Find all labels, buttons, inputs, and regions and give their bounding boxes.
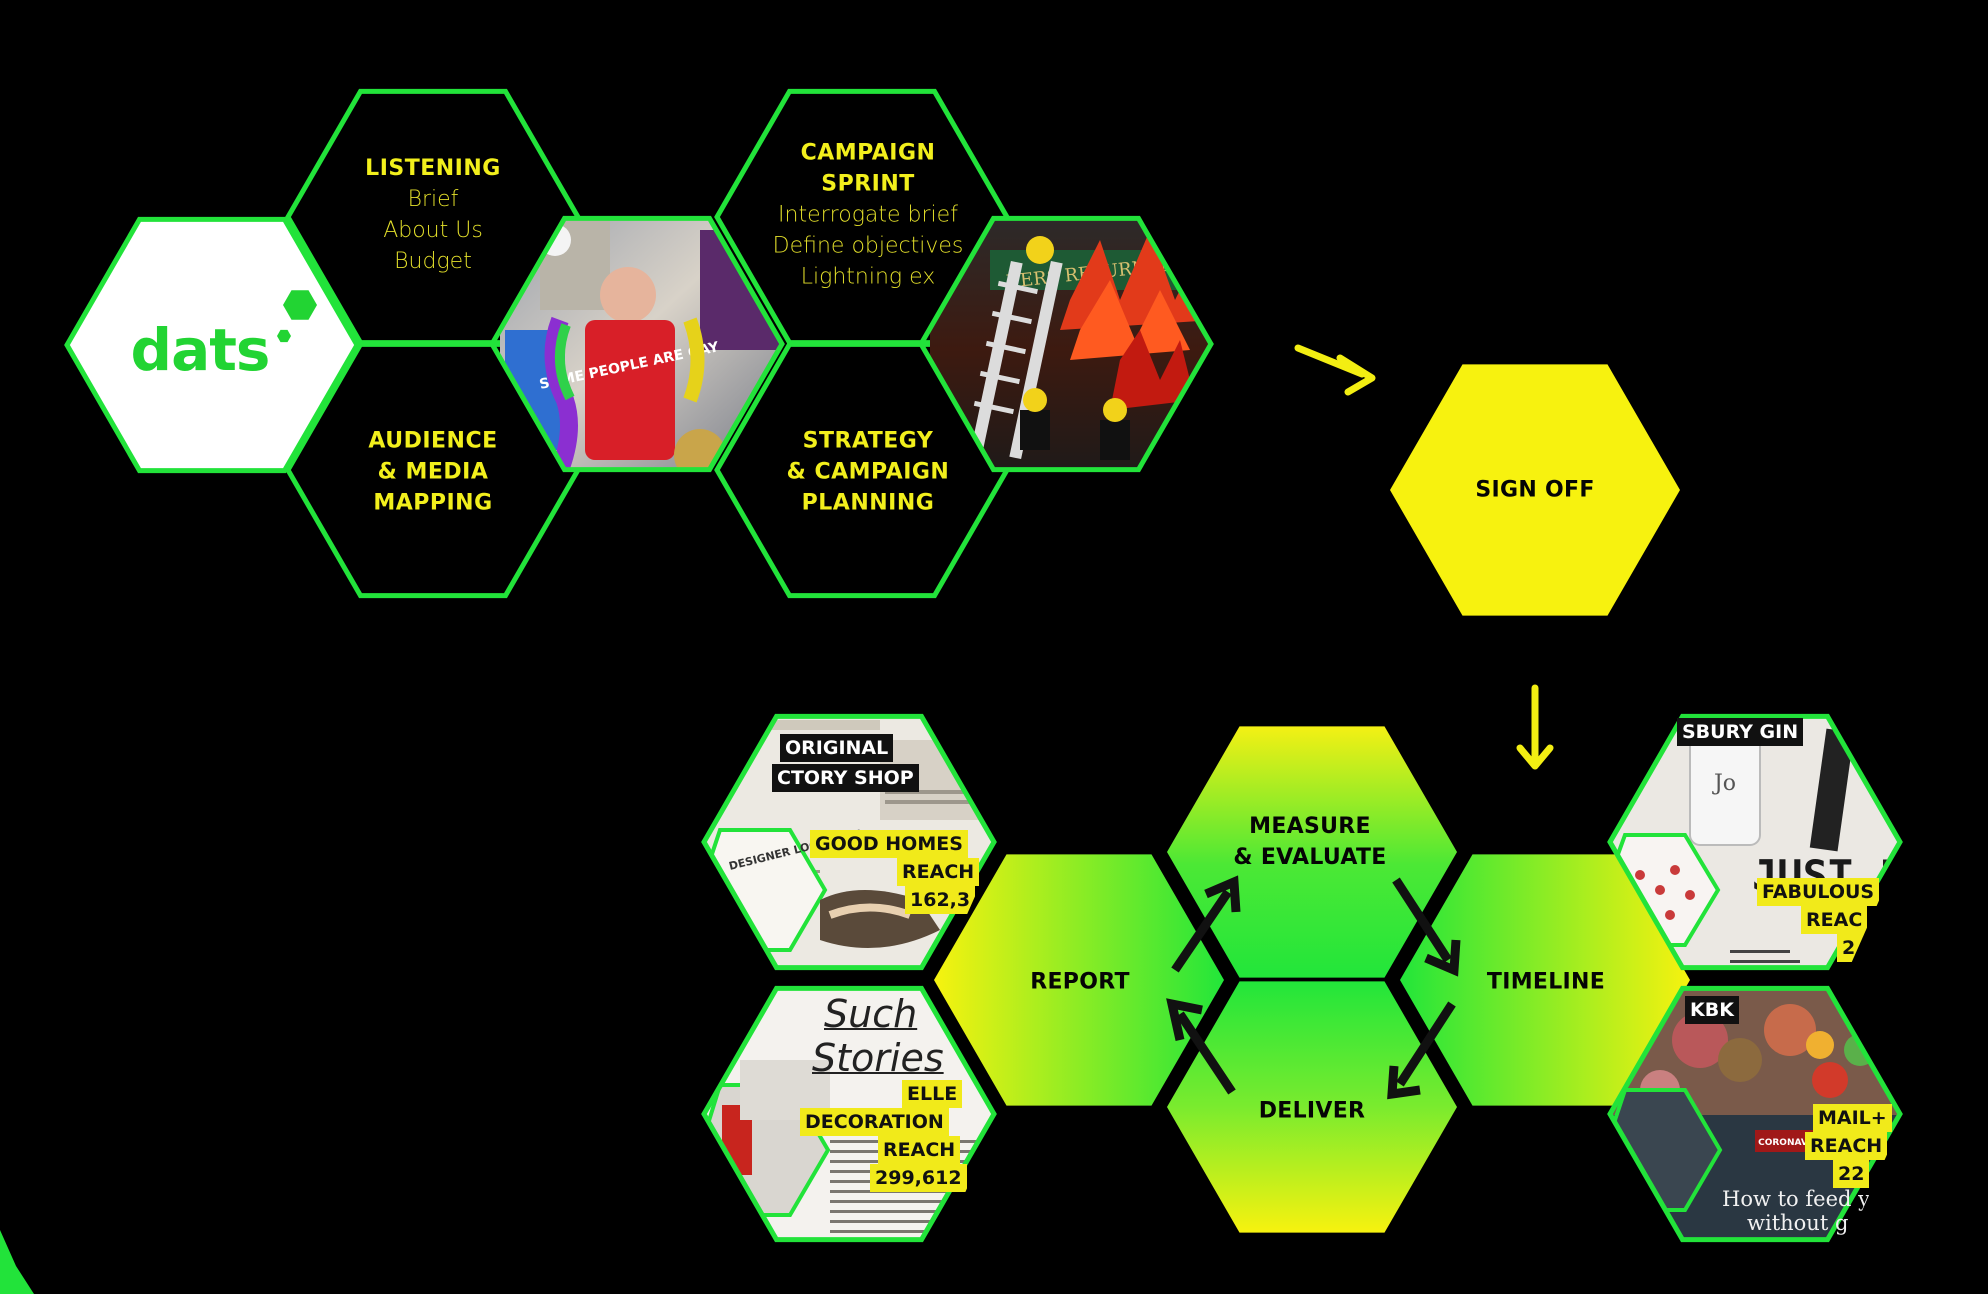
arrow-timeline-to-deliver: [1387, 1001, 1456, 1100]
arrow-report-to-measure: [1171, 875, 1241, 973]
elle-title-line: Stories: [812, 1036, 944, 1080]
good-homes-hex: [701, 713, 997, 971]
audience-text: AUDIENCE & MEDIA MAPPING: [368, 426, 497, 519]
gin-yellow-tag: FABULOUS: [1757, 878, 1880, 906]
gin-yellow-tag: REAC: [1801, 906, 1868, 934]
factory-yellow-tag: GOOD HOMES: [810, 830, 968, 858]
logo-hex: [64, 216, 360, 474]
elle-title-line: Such: [824, 992, 918, 1036]
kbk-black-tag: KBK: [1685, 996, 1739, 1024]
dats-logo: dats: [130, 316, 271, 384]
gin-tags: SBURY GIN FABULOUS REAC 2.: [1605, 702, 1905, 982]
kbk-yellow-tag: MAIL+: [1813, 1104, 1892, 1132]
logo-dot-small: [277, 329, 291, 343]
listening-item: Budget: [394, 249, 472, 274]
sign-off-hex: [1390, 364, 1680, 616]
arrow-to-sign-off: [1294, 344, 1376, 396]
svg-text:CORONAVIRUS: CORONAVIRUS: [1758, 1138, 1832, 1148]
corner-accent: [0, 1230, 34, 1294]
kbk-headline-line: How to feed y: [1722, 1187, 1870, 1211]
kbk-tags: KBK MAIL+ REACH 22 How to feed y without…: [1605, 974, 1905, 1254]
report-label: REPORT: [1030, 969, 1130, 995]
audience-line: MAPPING: [373, 490, 493, 516]
measure-line: & EVALUATE: [1233, 845, 1387, 870]
elle-yellow-tag: DECORATION: [800, 1108, 949, 1136]
campaign-title-line: CAMPAIGN: [800, 140, 936, 166]
strategy-line: & CAMPAIGN: [786, 459, 950, 485]
campaign-sprint-text: CAMPAIGN SPRINT Interrogate brief Define…: [773, 138, 964, 293]
report-hex: [934, 854, 1224, 1106]
factory-yellow-tag: 162,3: [905, 886, 976, 914]
campaign-item: Interrogate brief: [778, 202, 958, 228]
factory-black-tag: CTORY SHOP: [772, 764, 919, 792]
strategy-line: STRATEGY: [802, 428, 934, 454]
elle-yellow-tag: ELLE: [902, 1080, 963, 1108]
arrow-deliver-to-report: [1166, 998, 1236, 1095]
kbk-headline-line: without g: [1747, 1211, 1849, 1235]
factory-yellow-tag: REACH: [897, 858, 980, 886]
lego-photo-hex: [918, 215, 1214, 473]
kbk-yellow-tag: 22: [1833, 1160, 1870, 1188]
elle-yellow-tag: REACH: [878, 1136, 961, 1164]
pride-photo-hex: [489, 215, 785, 473]
timeline-hex: [1400, 854, 1690, 1106]
strategy-text: STRATEGY & CAMPAIGN PLANNING: [787, 426, 950, 519]
gin-hex: [1607, 713, 1903, 971]
sign-off-label: SIGN OFF: [1475, 477, 1595, 503]
good-homes-tags: ORIGINAL CTORY SHOP GOOD HOMES REACH 162…: [700, 700, 1000, 980]
elle-yellow-tag: 299,612: [870, 1164, 967, 1192]
audience-line: AUDIENCE: [368, 428, 498, 454]
kbk-hex: [1607, 985, 1903, 1243]
logo-dot-large: [283, 290, 317, 320]
factory-black-tag: ORIGINAL: [780, 734, 894, 762]
listening-item: About Us: [383, 218, 483, 243]
svg-text:Jo: Jo: [1712, 771, 1736, 796]
campaign-item: Lightning ex: [800, 264, 936, 290]
timeline-label: TIMELINE: [1486, 969, 1606, 995]
listening-title: LISTENING: [365, 156, 501, 181]
arrow-down-to-timeline: [1516, 684, 1554, 770]
audience-line: & MEDIA: [377, 459, 489, 485]
campaign-title-line: SPRINT: [821, 171, 915, 197]
strategy-line: PLANNING: [801, 490, 935, 516]
elle-decoration-hex: [701, 985, 997, 1243]
deliver-hex: [1167, 981, 1457, 1233]
cycle-arrows: [1166, 875, 1461, 1100]
measure-hex: [1167, 726, 1457, 978]
deliver-label: DELIVER: [1258, 1098, 1366, 1124]
listening-item: Brief: [407, 187, 459, 212]
gin-black-tag: SBURY GIN: [1677, 718, 1804, 746]
campaign-item: Define objectives: [772, 233, 964, 259]
arrow-measure-to-timeline: [1392, 877, 1461, 977]
measure-text: MEASURE & EVALUATE: [1233, 811, 1386, 873]
listening-text: LISTENING Brief About Us Budget: [365, 153, 501, 277]
kbk-yellow-tag: REACH: [1805, 1132, 1888, 1160]
elle-tags: Such Stories ELLE DECORATION REACH 299,6…: [700, 974, 1000, 1254]
measure-line: MEASURE: [1249, 814, 1371, 839]
